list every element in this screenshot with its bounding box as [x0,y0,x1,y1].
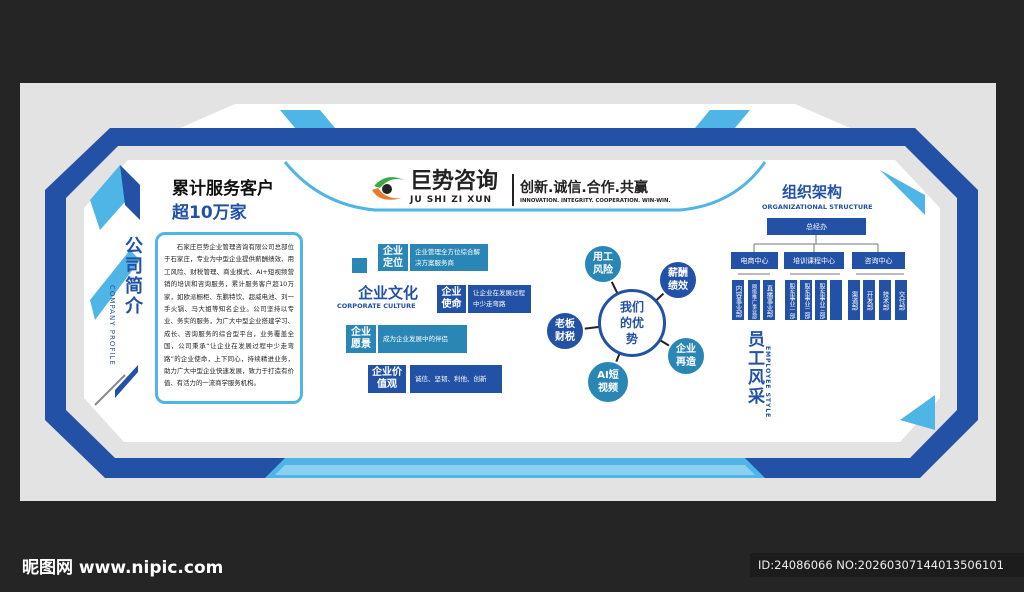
logo-divider [512,174,514,206]
advantage-item: 老板财税 [545,311,585,351]
advantage-center: 我们的优势 [598,289,666,357]
org-title-en: ORGANIZATIONAL STRUCTURE [762,203,873,211]
org-dept: 股东事业一部 [785,280,797,320]
culture-square [352,258,367,273]
advantage-item: 企业再造 [666,336,706,376]
logo-pinyin: JU SHI ZI XUN [410,195,493,205]
org-dept: 渠道部 [848,280,860,320]
logo-eye-icon [372,177,404,200]
culture-title-en: CORPORATE CULTURE [337,302,416,310]
culture-label-positioning: 企业定位 [378,244,408,271]
org-dept: 内容事业部 [732,280,744,320]
profile-title: 公司简介 [122,236,143,316]
slogan-cn: 创新.诚信.合作.共赢 [520,180,648,196]
org-center: 电商中心 [731,252,778,269]
culture-desc-vision: 成为企业发展中的伴侣 [378,325,467,353]
logo-name: 巨势咨询 [410,169,499,194]
profile-title-en: COMPANY PROFILE [108,285,116,366]
profile-highlight: 超10万家 [172,203,247,223]
culture-desc-mission: 让企业在发展过程中少走弯路 [468,285,531,313]
watermark-site: 昵图网 www.nipic.com [22,558,224,578]
logo: 巨势咨询 JU SHI ZI XUN [370,170,510,210]
advantage-item: 用工风险 [583,244,623,284]
employee-title-en: EMPLOYEE STYLE [764,346,771,419]
org-dept: 开发部 [863,280,875,320]
advantage-item: 薪酬绩效 [658,260,698,300]
org-dept: 股东事业二部 [800,280,812,320]
org-center: 培训课程中心 [784,252,844,269]
culture-title: 企业文化 [358,284,419,302]
watermark-id: ID:24086066 NO:20260307144013506101 [750,553,1024,577]
profile-text: 石家庄巨势企业管理咨询有限公司总部位于石家庄，专业为中型企业提供薪酬绩效、用工风… [155,232,303,404]
culture-desc-values: 诚信、坚韧、利他、创新 [410,365,502,393]
org-dept: 交付部 [895,280,907,320]
org-dept: 直播事业部 [763,280,775,320]
slogan-en: INNOVATION. INTEGRITY. COOPERATION. WIN-… [520,198,671,204]
org-dept: 股东事业三部 [815,280,827,320]
culture-label-vision: 企业愿景 [346,325,376,353]
advantage-item: AI短视频 [586,360,630,404]
employee-title: 员工风采 [744,330,764,406]
org-top: 总经办 [767,218,866,235]
org-center: 咨询中心 [852,252,905,269]
culture-label-mission: 企业使命 [437,285,466,313]
profile-headline: 累计服务客户 [172,179,274,199]
culture-label-values: 企业价值观 [368,365,406,393]
org-dept: 技术部 [879,280,891,320]
culture-desc-positioning: 企业管理全方位综合解决方案服务商 [410,244,488,271]
org-dept: 网络推广事业部 [748,280,760,320]
org-dept [830,280,842,320]
org-title: 组织架构 [782,183,843,201]
